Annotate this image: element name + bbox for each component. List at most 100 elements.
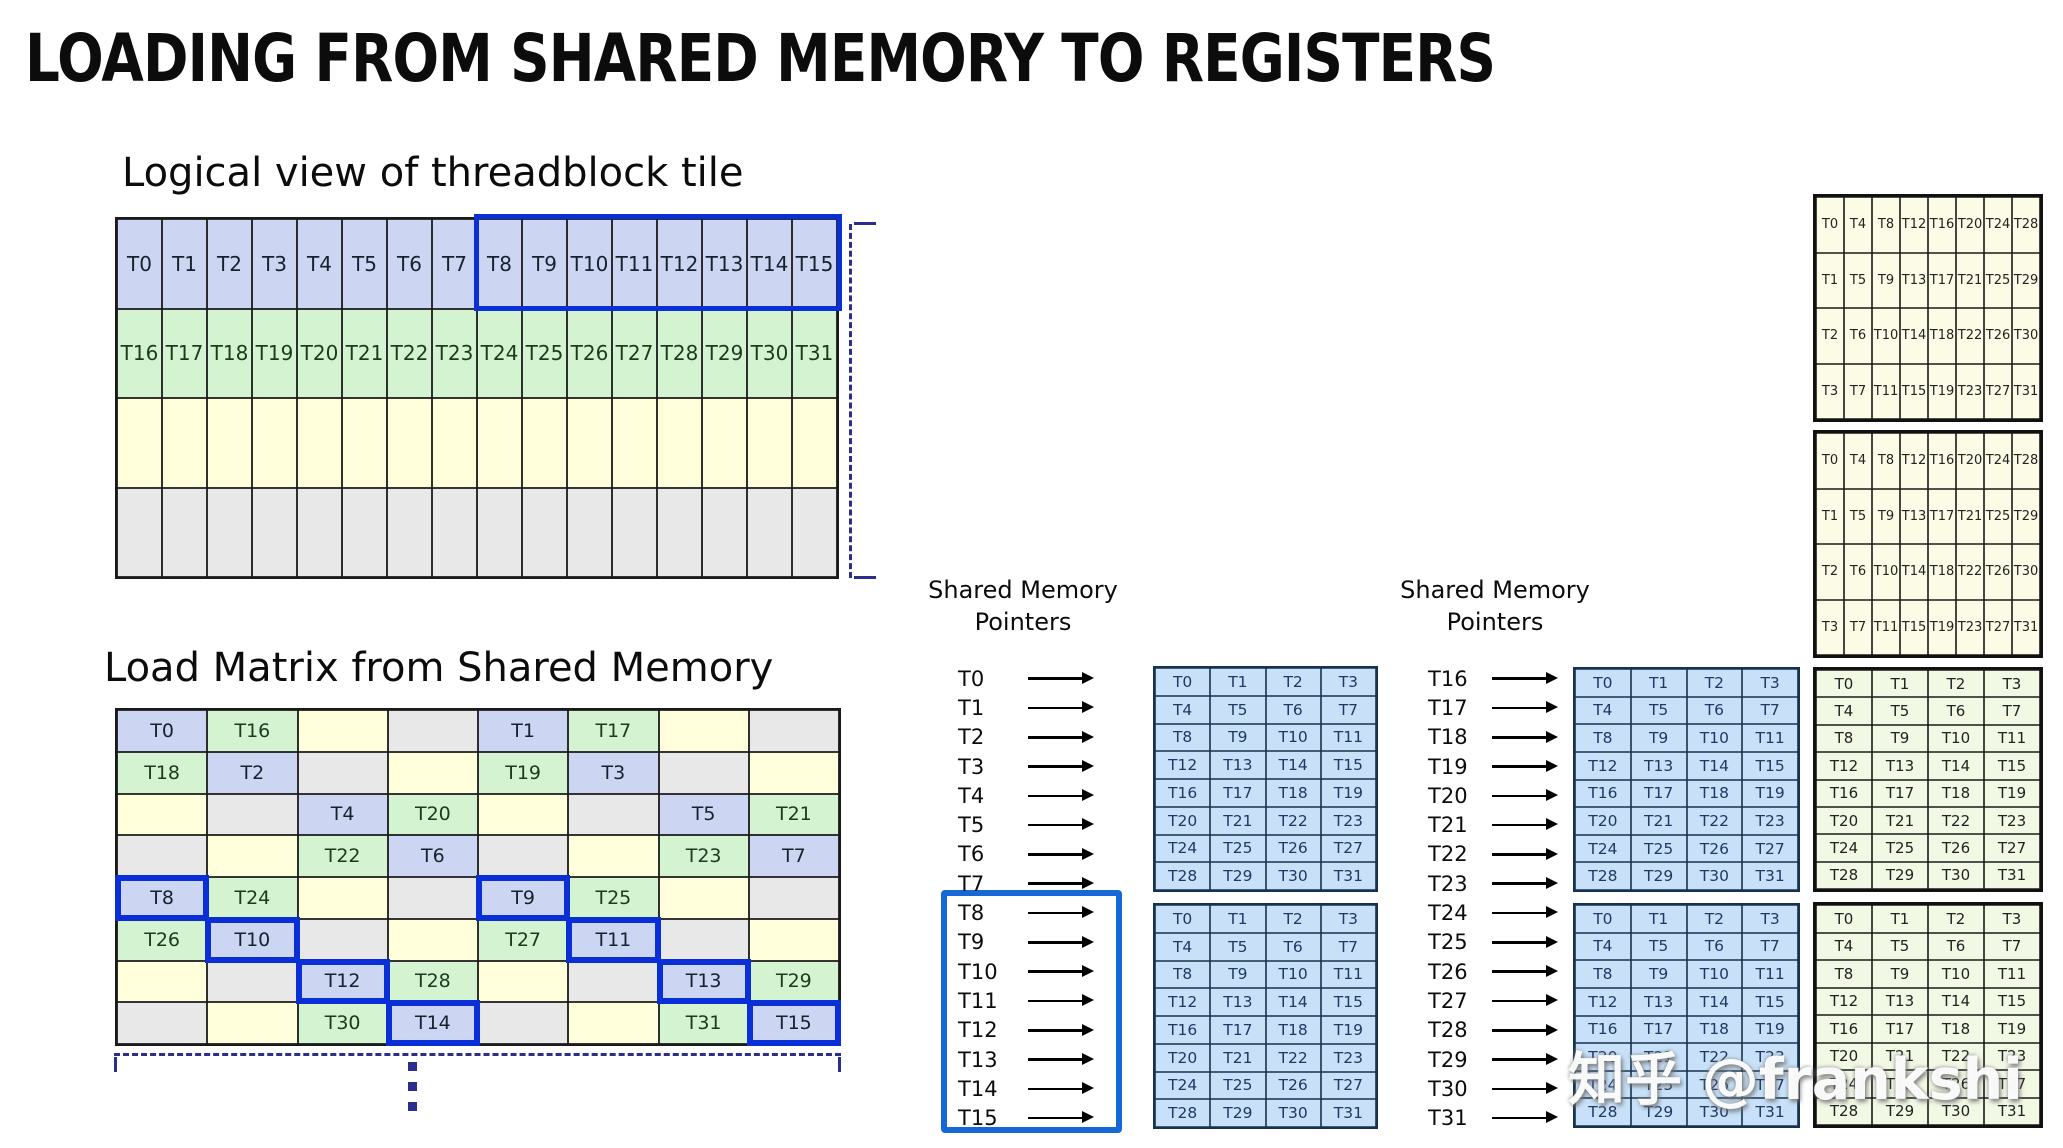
table-cell-t16: T16 bbox=[1155, 1016, 1210, 1044]
table-cell-t7: T7 bbox=[1984, 933, 2040, 961]
table-cell-t25: T25 bbox=[1210, 1072, 1265, 1100]
table-cell-t21: T21 bbox=[1631, 807, 1687, 835]
table-cell-t29: T29 bbox=[1872, 1098, 1928, 1126]
table-cell-t15: T15 bbox=[1900, 600, 1928, 656]
load-matrix-cell bbox=[387, 751, 478, 794]
pointer-row-t14: T14 bbox=[958, 1074, 1094, 1103]
pointer-arrow-icon bbox=[1492, 877, 1558, 889]
thread-label-t18: T18 bbox=[1428, 725, 1468, 750]
thread-label-t8: T8 bbox=[958, 901, 985, 926]
load-matrix-cell bbox=[748, 877, 839, 919]
load-matrix-cell-t14: T14 bbox=[387, 1002, 478, 1044]
table-cell-t0: T0 bbox=[1816, 433, 1844, 489]
pointer-arrow-icon bbox=[1028, 936, 1094, 947]
table-cell-t2: T2 bbox=[1928, 670, 1984, 697]
page-title: LOADING FROM SHARED MEMORY TO REGISTERS bbox=[25, 20, 1496, 97]
threadblock-cell-t26: T26 bbox=[567, 308, 612, 398]
pointer-row-t7: T7 bbox=[958, 869, 1094, 898]
load-matrix-cell bbox=[207, 835, 298, 877]
pointer-arrow-icon bbox=[1492, 965, 1558, 977]
thread-label-t12: T12 bbox=[958, 1018, 998, 1043]
table-cell-t22: T22 bbox=[1956, 308, 1984, 364]
pointer-arrow-icon bbox=[1028, 907, 1094, 918]
table-cell-t8: T8 bbox=[1155, 724, 1210, 752]
load-matrix-cell bbox=[568, 793, 659, 836]
table-cell-t20: T20 bbox=[1956, 433, 1984, 489]
table-cell-t11: T11 bbox=[1984, 960, 2040, 988]
table-cell-t22: T22 bbox=[1928, 1043, 1984, 1071]
table-cell-t6: T6 bbox=[1687, 697, 1743, 725]
table-cell-t2: T2 bbox=[1687, 905, 1743, 933]
table-cell-t2: T2 bbox=[1266, 905, 1321, 933]
table-cell-t30: T30 bbox=[1687, 1098, 1743, 1126]
pointer-row-t16: T16 bbox=[1428, 664, 1558, 693]
pointer-arrow-icon bbox=[1492, 789, 1558, 801]
thread-label-t9: T9 bbox=[958, 930, 985, 955]
table-cell-t7: T7 bbox=[1321, 696, 1376, 724]
table-cell-t0: T0 bbox=[1155, 905, 1210, 933]
table-cell-t12: T12 bbox=[1816, 752, 1872, 779]
load-matrix-cell bbox=[478, 835, 569, 877]
table-cell-t18: T18 bbox=[1928, 544, 1956, 600]
table-cell-t6: T6 bbox=[1266, 696, 1321, 724]
load-matrix-cell-t31: T31 bbox=[658, 1002, 749, 1044]
threadblock-cell-t6: T6 bbox=[387, 219, 432, 309]
thread-label-t1: T1 bbox=[958, 695, 985, 720]
load-matrix-cell bbox=[387, 877, 478, 919]
pointer-row-t10: T10 bbox=[958, 957, 1094, 986]
table-cell-t3: T3 bbox=[1742, 905, 1798, 933]
thread-label-t14: T14 bbox=[958, 1076, 998, 1101]
table-cell-t0: T0 bbox=[1575, 669, 1631, 697]
table-cell-t28: T28 bbox=[2012, 197, 2040, 253]
pointer-row-t31: T31 bbox=[1428, 1103, 1558, 1132]
table-cell-t1: T1 bbox=[1816, 489, 1844, 545]
load-matrix-cell bbox=[478, 793, 569, 836]
pointer-arrow-icon bbox=[1492, 701, 1558, 713]
threadblock-cell-t13: T13 bbox=[702, 219, 747, 309]
table-cell-t29: T29 bbox=[1631, 862, 1687, 890]
thread-label-t31: T31 bbox=[1428, 1106, 1468, 1131]
table-cell-t23: T23 bbox=[1321, 807, 1376, 835]
load-matrix-cell bbox=[748, 918, 839, 961]
load-matrix-cell-t6: T6 bbox=[387, 835, 478, 877]
table-cell-t25: T25 bbox=[1984, 489, 2012, 545]
threadblock-cell bbox=[702, 487, 747, 577]
load-matrix-cell bbox=[117, 960, 208, 1003]
warp-group-highlight-outline bbox=[474, 214, 842, 311]
threadblock-cell bbox=[297, 487, 342, 577]
table-cell-t10: T10 bbox=[1266, 724, 1321, 752]
threadblock-cell-t15: T15 bbox=[792, 219, 837, 309]
thread-label-t23: T23 bbox=[1428, 871, 1468, 896]
thread-label-t28: T28 bbox=[1428, 1018, 1468, 1043]
table-cell-t23: T23 bbox=[1956, 364, 1984, 420]
table-cell-t0: T0 bbox=[1816, 905, 1872, 933]
table-cell-t15: T15 bbox=[1984, 988, 2040, 1016]
threadblock-cell-t24: T24 bbox=[477, 308, 522, 398]
table-cell-t13: T13 bbox=[1872, 752, 1928, 779]
load-matrix-cell bbox=[478, 1002, 569, 1044]
load-matrix-cell bbox=[478, 960, 569, 1003]
load-matrix-cell bbox=[117, 835, 208, 877]
table-cell-t16: T16 bbox=[1155, 779, 1210, 807]
load-matrix-cell-t13: T13 bbox=[658, 960, 749, 1003]
table-cell-t24: T24 bbox=[1155, 835, 1210, 863]
table-cell-t19: T19 bbox=[1984, 1015, 2040, 1043]
table-cell-t29: T29 bbox=[1631, 1098, 1687, 1126]
pointer-arrow-icon bbox=[1028, 1112, 1094, 1123]
threadblock-cell-t2: T2 bbox=[207, 219, 252, 309]
table-cell-t30: T30 bbox=[1266, 862, 1321, 890]
table-cell-t24: T24 bbox=[1984, 197, 2012, 253]
thread-label-t4: T4 bbox=[958, 783, 985, 808]
table-cell-t2: T2 bbox=[1687, 669, 1743, 697]
table-cell-t16: T16 bbox=[1816, 780, 1872, 807]
table-cell-t14: T14 bbox=[1928, 752, 1984, 779]
table-cell-t25: T25 bbox=[1631, 1071, 1687, 1099]
pointer-arrow-icon bbox=[1492, 1112, 1558, 1123]
table-cell-t11: T11 bbox=[1742, 724, 1798, 752]
threadblock-cell bbox=[567, 487, 612, 577]
load-matrix-cell-t18: T18 bbox=[117, 751, 208, 794]
